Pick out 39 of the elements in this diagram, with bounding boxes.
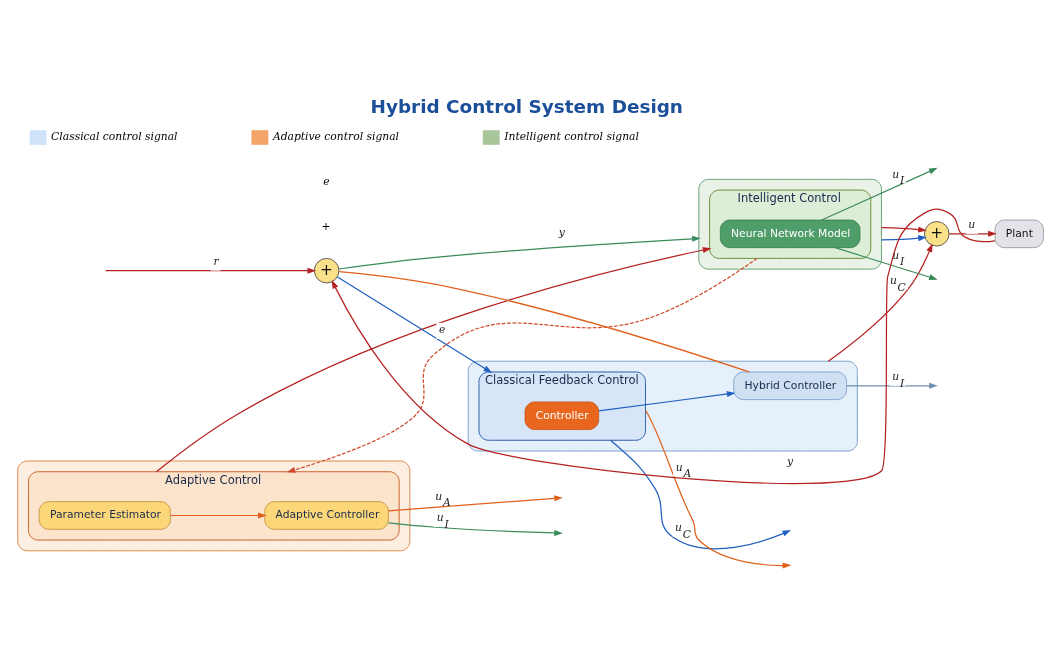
- edge-label: y: [787, 455, 794, 469]
- arrow: [331, 208, 996, 485]
- node-circle: +: [313, 258, 340, 284]
- edge-label: e: [439, 323, 446, 337]
- arrow: [880, 235, 927, 242]
- arrow: [105, 267, 317, 274]
- node-box: Plant: [994, 219, 1044, 249]
- arrow: [387, 495, 563, 512]
- node-box: Adaptive Controller: [264, 501, 389, 530]
- arrow: [598, 391, 736, 412]
- edge-label: r: [213, 255, 219, 269]
- arrow: [644, 409, 792, 569]
- edge-label: u: [968, 218, 976, 232]
- node-box: Parameter Estimator: [38, 501, 171, 530]
- label: e: [323, 175, 330, 189]
- arrow: [338, 235, 701, 270]
- arrow: [827, 243, 933, 362]
- diagram-title: Hybrid Control System Design: [370, 96, 683, 118]
- label: +: [321, 219, 331, 233]
- arrow: [846, 382, 938, 389]
- arrow: [880, 226, 927, 233]
- arrow: [169, 512, 267, 519]
- edge-label: y: [558, 225, 565, 239]
- cluster: [17, 460, 411, 552]
- legend-label: Intelligent control signal: [504, 129, 639, 143]
- arrow: [286, 257, 758, 473]
- arrow: [155, 247, 712, 473]
- arrow: [610, 439, 792, 550]
- node-box: Hybrid Controller: [733, 371, 847, 400]
- legend-label: Adaptive control signal: [272, 129, 400, 143]
- legend-label: Classical control signal: [51, 129, 178, 143]
- node-box: Neural Network Model: [719, 219, 861, 249]
- arrow: [387, 522, 563, 536]
- cluster: [467, 360, 858, 452]
- arrow: [336, 276, 493, 373]
- cluster: [698, 178, 882, 270]
- arrow: [948, 230, 997, 237]
- node-box: Controller: [524, 401, 600, 430]
- node-circle: +: [924, 221, 950, 247]
